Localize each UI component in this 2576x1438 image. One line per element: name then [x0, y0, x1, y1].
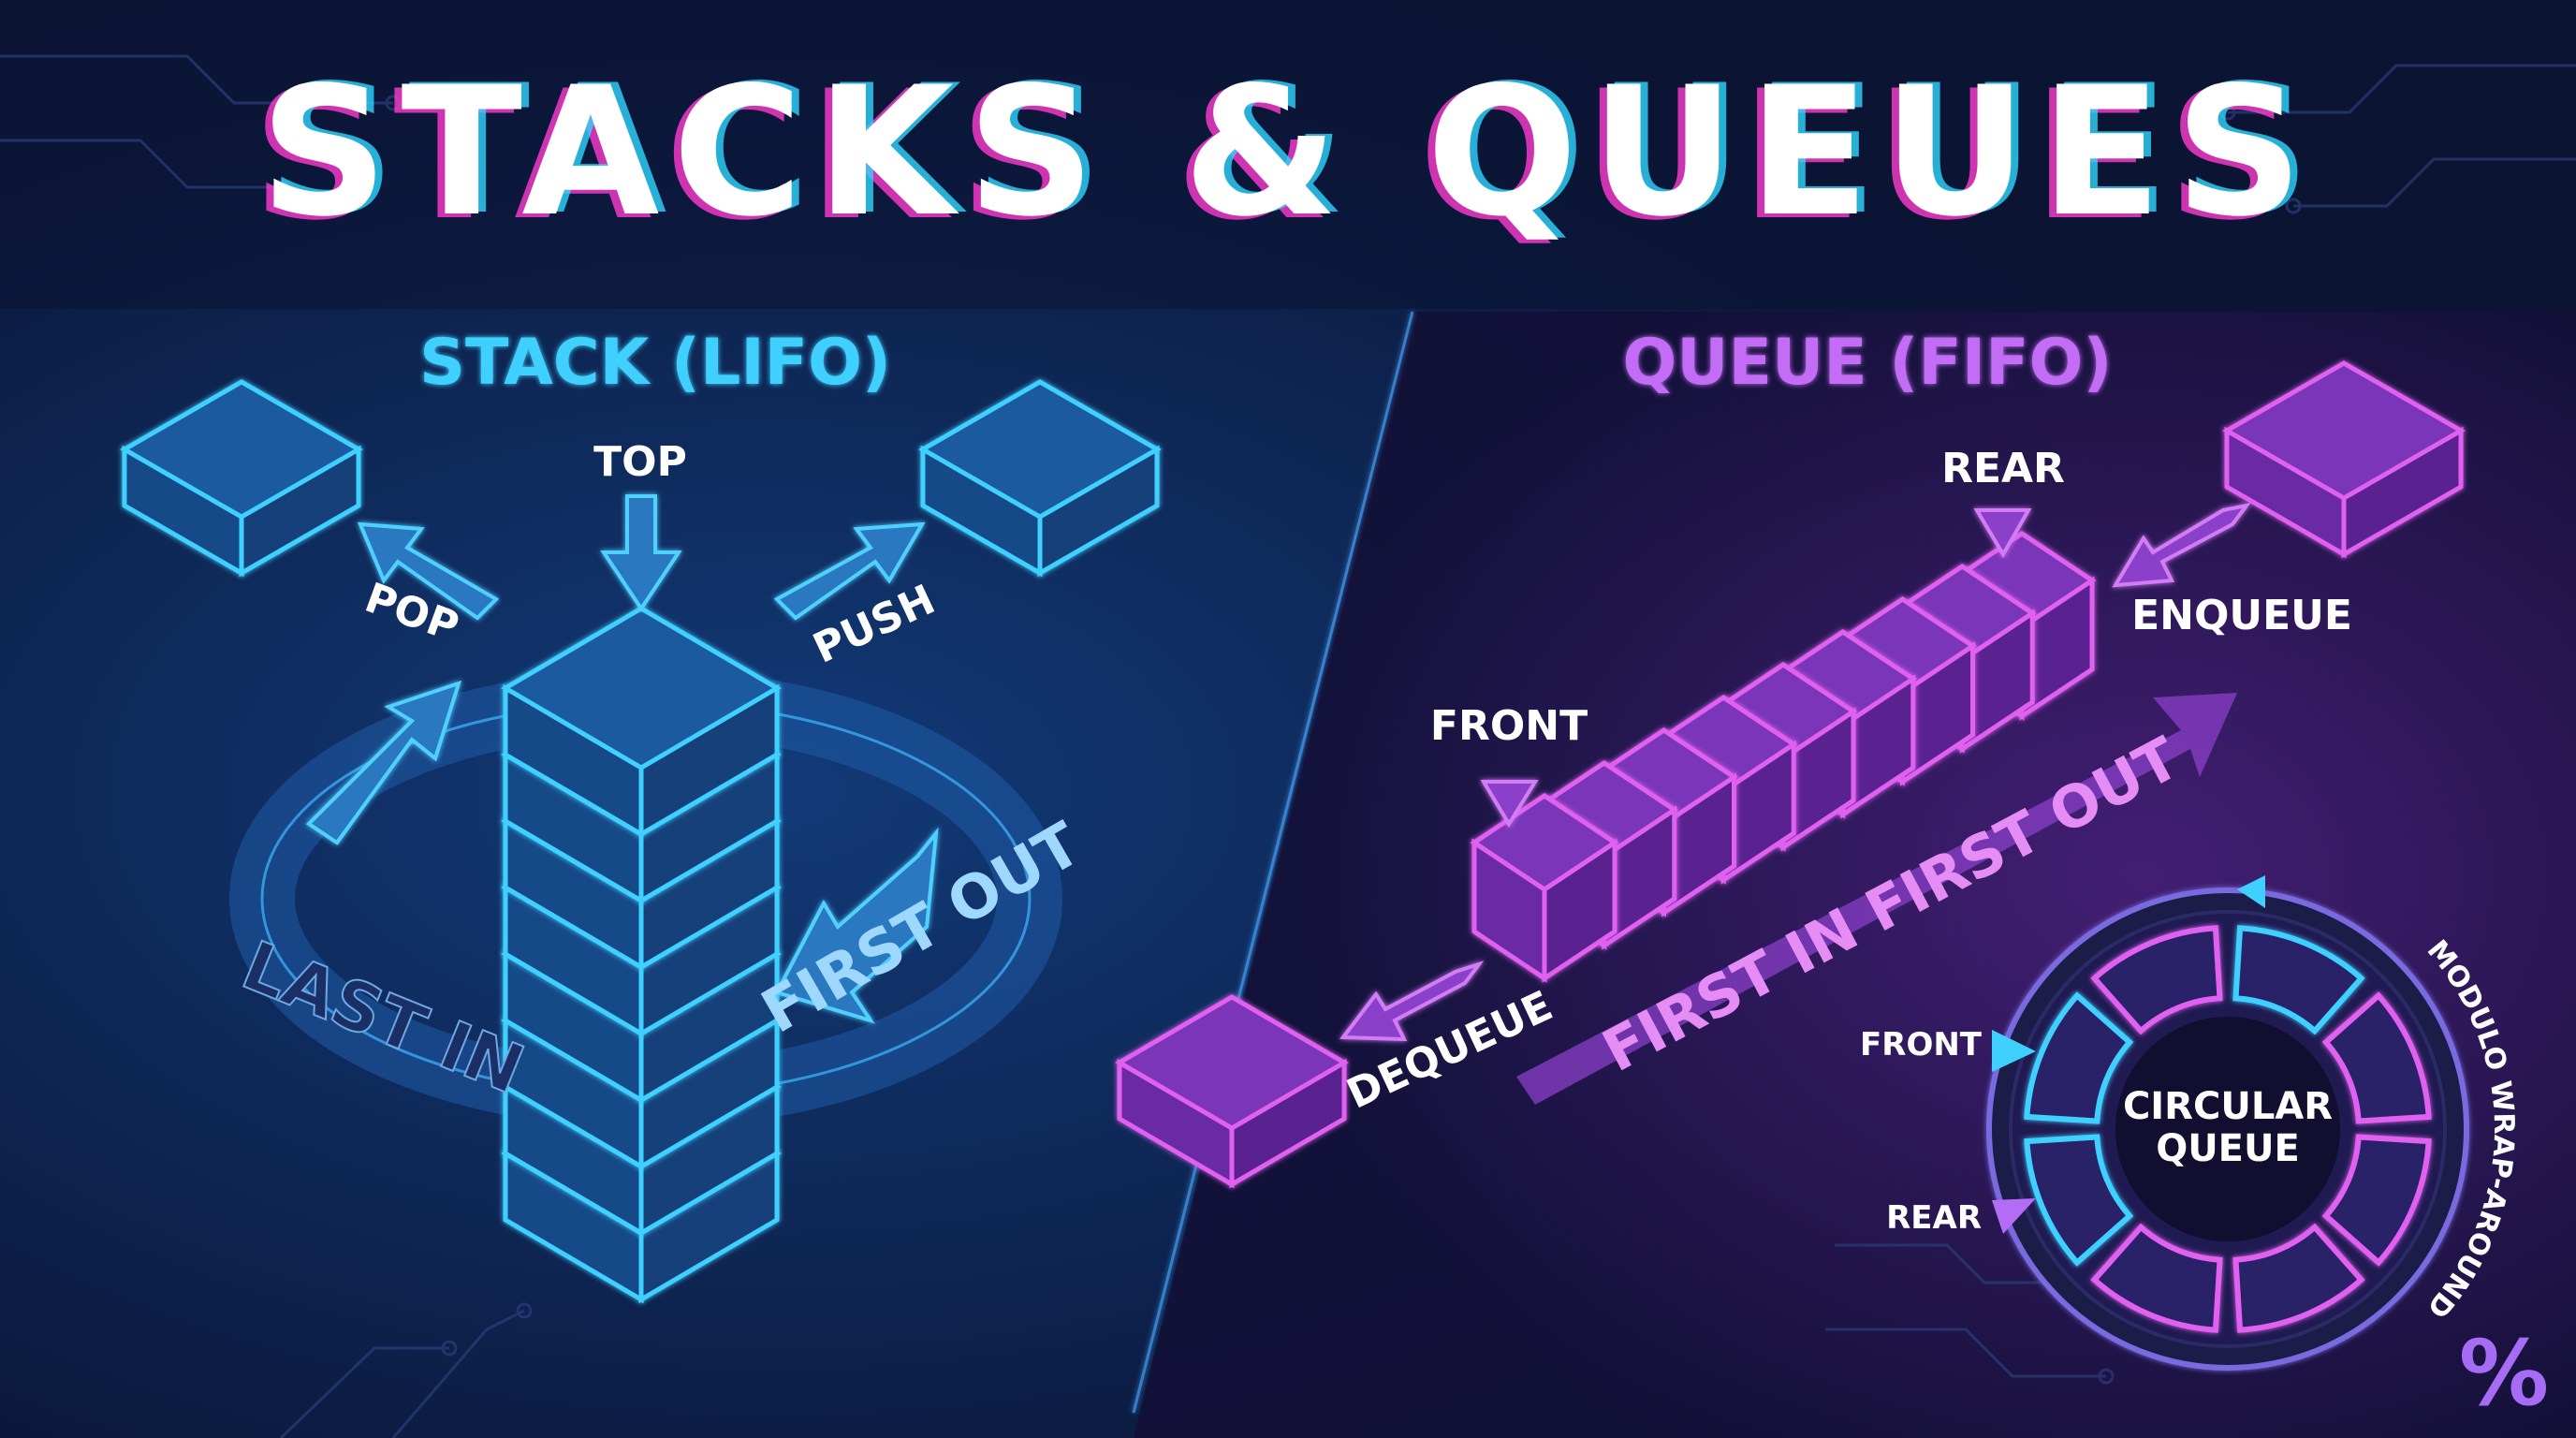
circular-rear-label: REAR	[1886, 1199, 1982, 1237]
dequeue-cube	[1115, 994, 1349, 1189]
push-arrow-icon	[773, 521, 926, 621]
queue-row	[1470, 530, 2097, 983]
rear-pointer-icon	[1973, 508, 2032, 558]
circuit-node	[2098, 1368, 2115, 1385]
circuit-trace	[279, 1346, 449, 1438]
queue-heading: QUEUE (FIFO)	[1623, 326, 2113, 400]
stack-side-cubes	[119, 379, 1163, 578]
modulo-symbol: %	[2459, 1321, 2549, 1426]
circuit-trace	[2293, 157, 2576, 208]
fifo-flow-arrow	[1516, 693, 2237, 1105]
stack-column	[501, 606, 782, 1304]
circuit-node	[441, 1340, 458, 1357]
circuit-trace	[0, 54, 393, 105]
top-arrow-icon	[600, 494, 682, 612]
front-label: FRONT	[1430, 702, 1588, 750]
stack-arrows	[305, 494, 939, 1024]
title-shadow-cyan: STACKS & QUEUES	[268, 47, 2324, 254]
circular-front-pointer-icon	[1992, 1030, 2036, 1072]
pushed-cube	[917, 379, 1163, 578]
background-top-band	[0, 0, 2576, 309]
title-shadow-magenta: STACKS & QUEUES	[253, 52, 2309, 259]
circular-queue-title-line1: CIRCULAR	[2123, 1085, 2333, 1128]
wrap-arrowhead-icon	[2237, 875, 2265, 908]
circular-rear-pointer-icon	[1992, 1198, 2036, 1234]
queue-arrows	[1339, 503, 2251, 1042]
circular-queue-slot	[2321, 1134, 2432, 1267]
first-out-arrow-icon	[774, 827, 939, 1024]
enqueue-label: ENQUEUE	[2131, 592, 2352, 639]
circuit-node	[385, 95, 402, 111]
divider-line	[1132, 311, 1414, 1414]
popped-cube	[119, 379, 364, 578]
stack-block	[501, 606, 782, 839]
circuit-node	[516, 1302, 533, 1319]
circular-queue	[1986, 875, 2469, 1371]
circuit-node	[2219, 104, 2236, 121]
circular-queue-title-line2: QUEUE	[2156, 1127, 2300, 1170]
front-pointer-icon	[1480, 780, 1539, 828]
circuit-trace	[2228, 64, 2576, 114]
stack-heading: STACK (LIFO)	[419, 326, 891, 400]
pop-arrow-icon	[357, 521, 500, 621]
enqueue-cube	[2221, 360, 2466, 559]
dequeue-arrow-icon	[1339, 961, 1485, 1042]
circuit-trace	[1825, 1328, 2106, 1378]
circuit-trace	[391, 1309, 525, 1438]
top-label: TOP	[593, 438, 687, 486]
circuit-node	[272, 179, 289, 196]
circular-queue-slot	[2232, 925, 2365, 1035]
enqueue-arrow-icon	[2112, 503, 2251, 588]
queue-side-cubes	[1115, 360, 2466, 1189]
circular-queue-slot	[2090, 925, 2223, 1035]
page-title: STACKS & QUEUES	[260, 49, 2317, 256]
circular-queue-slot	[2024, 991, 2134, 1124]
circular-queue-slot	[2232, 1223, 2365, 1333]
circular-queue-slot	[2321, 991, 2432, 1124]
circuit-trace	[0, 139, 281, 189]
circuit-trace	[1835, 1243, 2059, 1284]
rear-label: REAR	[1941, 445, 2065, 492]
circular-queue-slot	[2024, 1134, 2134, 1267]
circular-front-label: FRONT	[1860, 1026, 1983, 1064]
circuit-node	[2285, 198, 2302, 214]
circuit-traces	[0, 54, 2576, 1438]
main-title: STACKS & QUEUES STACKS & QUEUES STACKS &…	[253, 47, 2324, 259]
last-in-arrow-icon	[305, 680, 462, 845]
circular-queue-slot	[2090, 1223, 2223, 1333]
